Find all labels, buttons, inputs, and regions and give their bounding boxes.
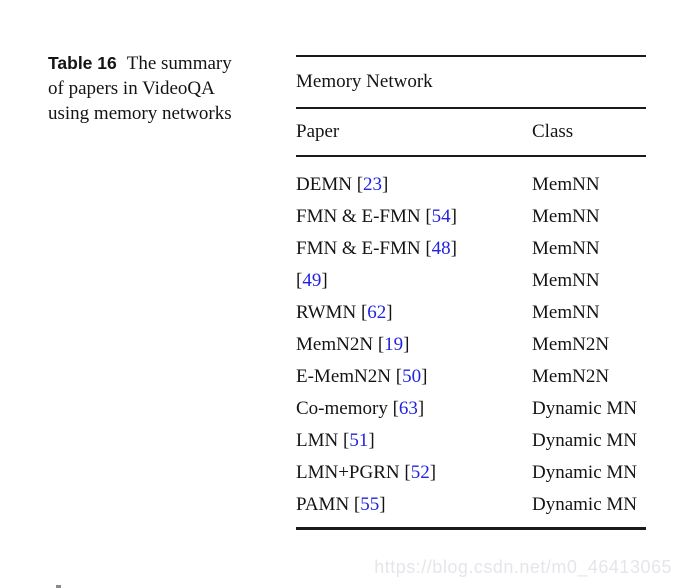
table-row: FMN & E-FMN [54] MemNN [296, 201, 646, 233]
bracket-close: ] [368, 429, 375, 451]
class-cell: MemNN [532, 269, 600, 291]
paper-name: PAMN [296, 493, 354, 515]
table-number-label: Table 16 [48, 53, 117, 73]
caption-line-3: using memory networks [48, 103, 232, 124]
csdn-watermark: https://blog.csdn.net/m0_46413065 [374, 557, 672, 577]
paper-name: FMN & E-FMN [296, 205, 426, 227]
class-cell: Dynamic MN [532, 461, 638, 483]
table-caption: Table 16 The summary of papers in VideoQA… [48, 51, 268, 126]
bracket-open: [ [392, 397, 399, 419]
bracket-open: [ [342, 429, 350, 451]
paper-name: MemN2N [296, 333, 378, 355]
bracket-open: [ [353, 493, 361, 515]
column-header-paper: Paper [296, 120, 340, 142]
bracket-close: ] [429, 461, 437, 483]
paper-cell: DEMN [23] [296, 169, 532, 201]
class-cell: MemNN [532, 173, 600, 195]
table-row: LMN [51] Dynamic MN [296, 425, 646, 457]
column-header-class: Class [532, 120, 574, 142]
paper-cell: LMN+PGRN [52] [296, 457, 532, 489]
class-cell: MemNN [532, 301, 600, 323]
paper-cell: [49] [296, 265, 532, 297]
caption-line-1: Table 16 The summary [48, 51, 268, 76]
bracket-open: [ [356, 173, 364, 195]
bracket-close: ] [386, 301, 393, 323]
table-header-row: Paper Class [296, 109, 646, 157]
table-row: MemN2N [19] MemN2N [296, 329, 646, 361]
table-row: E-MemN2N [50] MemN2N [296, 361, 646, 393]
class-cell: MemN2N [532, 365, 610, 387]
citation-ref[interactable]: 51 [349, 429, 369, 451]
table-row: LMN+PGRN [52] Dynamic MN [296, 457, 646, 489]
class-cell: Dynamic MN [532, 429, 638, 451]
bracket-close: ] [450, 237, 457, 259]
bracket-close: ] [382, 173, 389, 195]
bracket-open: [ [377, 333, 385, 355]
bracket-close: ] [421, 365, 428, 387]
bracket-close: ] [403, 333, 410, 355]
caption-text-1: The summary [126, 53, 232, 74]
cropped-text-artifact [56, 585, 61, 588]
bracket-open: [ [404, 461, 411, 483]
citation-ref[interactable]: 19 [384, 333, 404, 355]
bracket-close: ] [321, 269, 328, 291]
paper-name: RWMN [296, 301, 361, 323]
class-cell: Dynamic MN [532, 493, 638, 515]
table-group-header: Memory Network [296, 57, 646, 109]
paper-name: FMN & E-FMN [296, 237, 426, 259]
class-cell: MemNN [532, 237, 600, 259]
paper-cell: E-MemN2N [50] [296, 361, 532, 393]
bracket-open: [ [425, 205, 432, 227]
citation-ref[interactable]: 52 [410, 461, 430, 483]
bracket-open: [ [360, 301, 368, 323]
table-row: DEMN [23] MemNN [296, 169, 646, 201]
memory-network-table: Memory Network Paper Class DEMN [23] Mem… [296, 55, 646, 530]
paper-name: LMN+PGRN [296, 461, 405, 483]
paper-cell: MemN2N [19] [296, 329, 532, 361]
paper-cell: FMN & E-FMN [48] [296, 233, 532, 265]
table-row: FMN & E-FMN [48] MemNN [296, 233, 646, 265]
table-row: RWMN [62] MemNN [296, 297, 646, 329]
paper-cell: RWMN [62] [296, 297, 532, 329]
citation-ref[interactable]: 48 [431, 237, 451, 259]
citation-ref[interactable]: 50 [402, 365, 422, 387]
paper-name: Co-memory [296, 397, 393, 419]
paper-name: DEMN [296, 173, 357, 195]
table-body: DEMN [23] MemNN FMN & E-FMN [54] MemNN F… [296, 157, 646, 527]
table-row: [49] MemNN [296, 265, 646, 297]
caption-line-2: of papers in VideoQA [48, 78, 215, 99]
bracket-close: ] [417, 397, 425, 419]
paper-name: E-MemN2N [296, 365, 396, 387]
bracket-close: ] [379, 493, 386, 515]
paper-cell: PAMN [55] [296, 489, 532, 521]
citation-ref[interactable]: 49 [302, 269, 322, 291]
citation-ref[interactable]: 63 [398, 397, 418, 419]
citation-ref[interactable]: 62 [367, 301, 387, 323]
paper-cell: Co-memory [63] [296, 393, 532, 425]
citation-ref[interactable]: 54 [431, 205, 451, 227]
class-cell: MemNN [532, 205, 600, 227]
paper-cell: LMN [51] [296, 425, 532, 457]
bracket-open: [ [425, 237, 432, 259]
citation-ref[interactable]: 23 [363, 173, 383, 195]
paper-cell: FMN & E-FMN [54] [296, 201, 532, 233]
bracket-open: [ [296, 269, 303, 291]
class-cell: MemN2N [532, 333, 610, 355]
table-row: Co-memory [63] Dynamic MN [296, 393, 646, 425]
class-cell: Dynamic MN [532, 397, 638, 419]
table-row: PAMN [55] Dynamic MN [296, 489, 646, 521]
bracket-open: [ [395, 365, 403, 387]
citation-ref[interactable]: 55 [360, 493, 380, 515]
bracket-close: ] [450, 205, 457, 227]
paper-name: LMN [296, 429, 343, 451]
